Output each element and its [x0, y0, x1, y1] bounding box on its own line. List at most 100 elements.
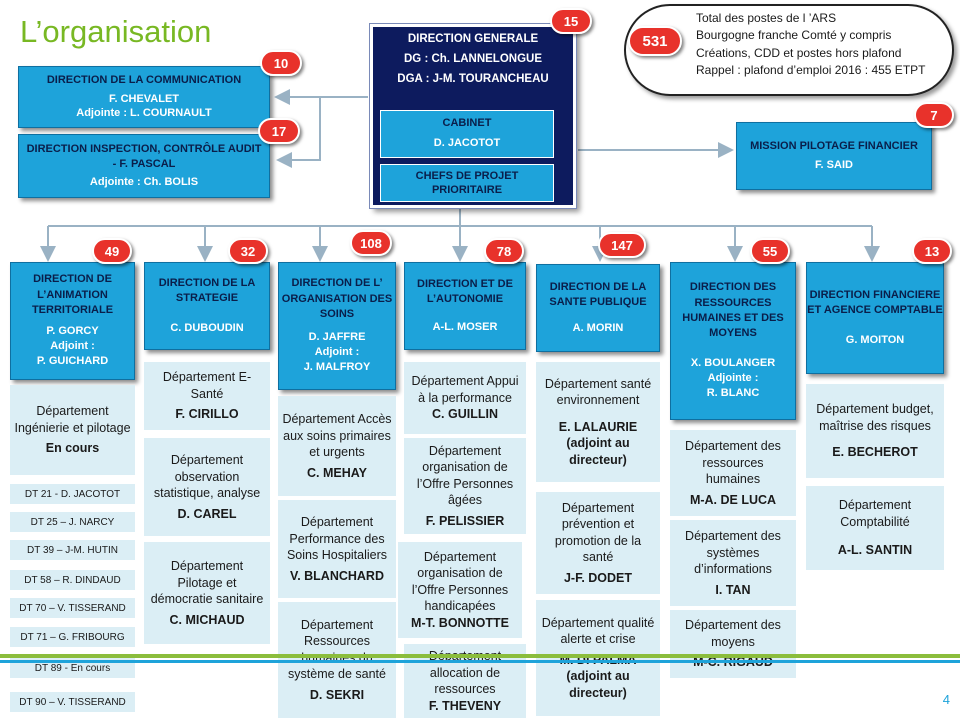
rh-title: DIRECTION DES RESSOURCES HUMAINES ET DES…	[682, 281, 784, 340]
financiere-dept: Département budget, maîtrise des risques…	[806, 384, 944, 478]
soins-adjoint: J. MALFROY	[303, 361, 371, 374]
direction-animation-territoriale-box: DIRECTION DE L’ANIMATION TERRITORIALE P.…	[10, 262, 135, 380]
dat-title: DIRECTION DE L’ANIMATION TERRITORIALE	[31, 273, 114, 316]
dept-label: Département des systèmes d’informations	[685, 529, 781, 576]
sante-dept: Département qualité alerte et crise M. D…	[536, 600, 660, 716]
dept-label: Département organisation de l’Offre Pers…	[411, 549, 509, 614]
footer-rule-blue	[0, 660, 960, 663]
dept-label: Département Ressources humaines du systè…	[288, 617, 386, 682]
dt-item: DT 25 – J. NARCY	[10, 512, 135, 532]
dat-adjoint: P. GUICHARD	[36, 355, 109, 368]
dept-who: E. BECHEROT	[832, 445, 918, 460]
dt-item: DT 21 - D. JACOTOT	[10, 484, 135, 504]
inspection-badge: 17	[258, 118, 300, 144]
dt-item: DT 71 – G. FRIBOURG	[10, 627, 135, 647]
rh-dept: Département des moyens M-C. RIGAUD	[670, 610, 796, 678]
dept-who: F. CIRILLO	[175, 407, 239, 422]
dept-who: J-F. DODET	[563, 570, 633, 585]
rh-name: X. BOULANGER	[690, 356, 776, 369]
autonomie-name: A-L. MOSER	[432, 320, 498, 333]
soins-dept: Département Accès aux soins primaires et…	[278, 396, 396, 496]
soins-name: D. JAFFRE	[308, 331, 366, 343]
cabinet-name: D. JACOTOT	[433, 137, 501, 149]
communication-title: DIRECTION DE LA COMMUNICATION	[46, 73, 242, 86]
autonomie-dept: Département organisation de l’Offre Pers…	[398, 542, 522, 638]
page-title: L’organisation	[20, 14, 212, 49]
financiere-name: G. MOITON	[845, 333, 905, 346]
dept-who: F. PELISSIER	[425, 513, 505, 528]
dept-label: Département E-Santé	[162, 370, 252, 401]
dept-who: D. SEKRI	[309, 687, 365, 702]
inspection-title: DIRECTION INSPECTION, CONTRÔLE AUDIT - F…	[26, 142, 262, 170]
communication-badge: 10	[260, 50, 302, 76]
dept-label: Département Pilotage et démocratie sanit…	[150, 559, 264, 606]
direction-autonomie-box: DIRECTION ET DE L’AUTONOMIE A-L. MOSER	[404, 262, 526, 350]
dept-label: Département Accès aux soins primaires et…	[282, 412, 392, 459]
sante-name: A. MORIN	[572, 321, 624, 334]
direction-financiere-box: DIRECTION FINANCIERE ET AGENCE COMPTABLE…	[806, 262, 944, 374]
communication-adjoint: Adjointe : L. COURNAULT	[76, 107, 212, 120]
soins-dept: Département Performance des Soins Hospit…	[278, 500, 396, 598]
dt-item: DT 89 - En cours	[10, 658, 135, 678]
communication-name: F. CHEVALET	[108, 92, 180, 105]
autonomie-dept: Département organisation de l’Offre Pers…	[404, 438, 526, 534]
dat-badge: 49	[92, 238, 132, 264]
soins-adjoint-label: Adjoint :	[314, 346, 360, 359]
mission-badge: 7	[914, 102, 954, 128]
direction-sante-publique-box: DIRECTION DE LA SANTE PUBLIQUE A. MORIN	[536, 264, 660, 352]
strategie-badge: 32	[228, 238, 268, 264]
dt-item: DT 39 – J-M. HUTIN	[10, 540, 135, 560]
autonomie-title: DIRECTION ET DE L’AUTONOMIE	[417, 278, 513, 306]
dg-badge: 15	[550, 8, 592, 34]
dept-label: Département budget, maîtrise des risques	[816, 402, 934, 433]
soins-title: DIRECTION DE L’ ORGANISATION DES SOINS	[281, 277, 393, 320]
dept-label: Département santé environnement	[544, 376, 652, 408]
dga-name: DGA : J-M. TOURANCHEAU	[397, 73, 549, 85]
dept-who: M-A. DE LUCA	[689, 492, 777, 507]
rh-badge: 55	[750, 238, 790, 264]
dept-label: Département des moyens	[685, 618, 781, 649]
dept-who: C. GUILLIN	[432, 407, 498, 422]
strategie-dept: Département Pilotage et démocratie sanit…	[144, 542, 270, 644]
direction-ressources-humaines-box: DIRECTION DES RESSOURCES HUMAINES ET DES…	[670, 262, 796, 420]
sante-dept: Département prévention et promotion de l…	[536, 492, 660, 594]
dt-item: DT 70 – V. TISSERAND	[10, 598, 135, 618]
dept-who: C. MICHAUD	[169, 612, 245, 627]
inspection-adjoint: Adjointe : Ch. BOLIS	[89, 176, 199, 189]
dept-who: En cours	[45, 441, 100, 456]
rh-dept: Département des ressources humaines M-A.…	[670, 430, 796, 516]
dept-label: Département organisation de l’Offre Pers…	[416, 443, 514, 508]
callout-line: Bourgogne franche Comté y compris	[696, 28, 892, 43]
dat-dept-ingenierie: Département Ingénierie et pilotage En co…	[10, 385, 135, 475]
dt-item: DT 58 – R. DINDAUD	[10, 570, 135, 590]
dg-name: DG : Ch. LANNELONGUE	[404, 53, 542, 65]
mission-title: MISSION PILOTAGE FINANCIER	[750, 139, 918, 152]
dept-who: C. MEHAY	[307, 465, 367, 480]
dat-adjoint-label: Adjoint :	[50, 340, 95, 353]
rh-dept: Département des systèmes d’informations …	[670, 520, 796, 606]
total-callout-text: Total des postes de l ’ARS Bourgogne fra…	[696, 10, 925, 80]
sante-badge: 147	[598, 232, 646, 258]
mission-pilotage-box: MISSION PILOTAGE FINANCIER F. SAID	[736, 122, 932, 190]
callout-line: Total des postes de l ’ARS	[696, 11, 837, 25]
dept-who: V. BLANCHARD	[290, 568, 384, 583]
mission-name: F. SAID	[815, 159, 853, 171]
footer-rule-green	[0, 654, 960, 658]
chefs-projet-box: CHEFS DE PROJET PRIORITAIRE	[380, 164, 554, 202]
strategie-dept: Département E-Santé F. CIRILLO	[144, 362, 270, 430]
financiere-badge: 13	[912, 238, 952, 264]
rh-adjoint-label: Adjointe :	[707, 372, 759, 385]
dept-label: Département observation statistique, ana…	[153, 453, 261, 500]
autonomie-dept: Département Appui à la performance C. GU…	[404, 362, 526, 434]
dept-label: Département Ingénierie et pilotage	[14, 404, 131, 435]
total-badge: 531	[628, 26, 682, 56]
strategie-title: DIRECTION DE LA STRATEGIE	[158, 277, 256, 305]
dat-name: P. GORCY	[46, 325, 99, 337]
dept-label: Département Comptabilité	[838, 498, 912, 529]
dept-who: E. LALAURIE (adjoint au directeur)	[558, 419, 638, 467]
dept-who: A-L. SANTIN	[837, 543, 913, 558]
dept-label: Département Performance des Soins Hospit…	[286, 515, 388, 562]
page-number: 4	[942, 692, 950, 707]
dg-title: DIRECTION GENERALE	[407, 33, 539, 45]
callout-line: Créations, CDD et postes hors plafond	[696, 45, 902, 60]
